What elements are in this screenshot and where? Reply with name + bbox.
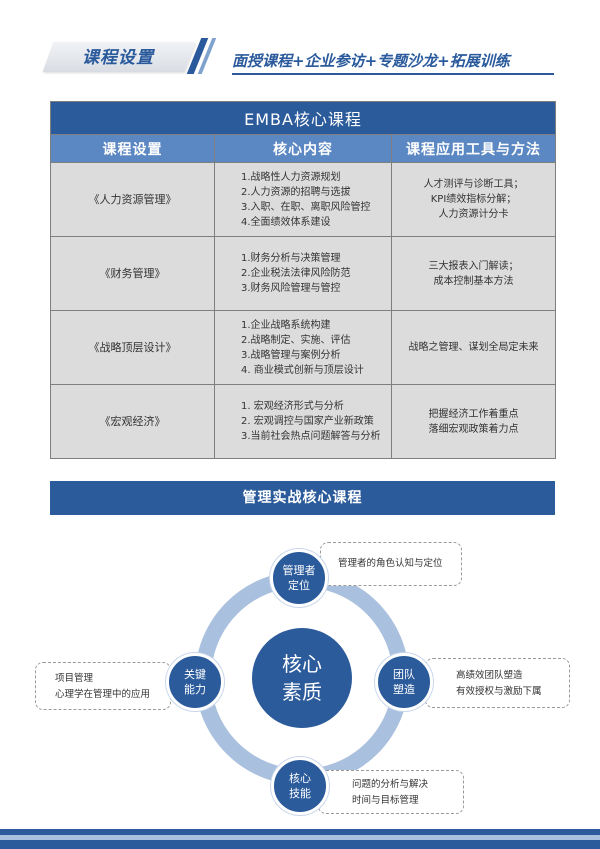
callout-box-bottom: [318, 770, 464, 814]
callout-text-left-2: 心理学在管理中的应用: [55, 689, 151, 700]
course-name: 《宏观经济》: [50, 384, 215, 459]
course-tools: 把握经济工作着重点 落细宏观政策着力点: [390, 384, 557, 459]
node-core-skills: 核心 技能: [271, 757, 329, 815]
node-label: 能力: [184, 683, 206, 696]
callout-text-right-2: 有效授权与激励下属: [456, 686, 542, 697]
callout-box-right: [425, 658, 570, 708]
node-label: 关键: [184, 668, 206, 681]
callout-text-right-1: 高绩效团队塑造: [456, 670, 523, 681]
column-header-content: 核心内容: [214, 134, 392, 163]
callout-text-bottom-1: 问题的分析与解决: [352, 779, 429, 790]
tools-line: 把握经济工作着重点: [428, 408, 519, 420]
node-label: 定位: [288, 579, 310, 592]
node-label: 塑造: [393, 683, 415, 696]
node-manager-positioning: 管理者 定位: [270, 549, 328, 607]
content-line: 1. 宏观经济形式与分析: [241, 401, 344, 412]
content-line: 4.全面绩效体系建设: [241, 216, 331, 228]
table-title: EMBA核心课程: [49, 101, 557, 135]
node-team-building: 团队 塑造: [375, 653, 433, 711]
node-label: 管理者: [282, 564, 316, 577]
section-title-bar: 管理实战核心课程: [50, 481, 555, 515]
node-label: 技能: [289, 787, 311, 800]
content-line: 2.战略制定、实施、评估: [241, 334, 351, 346]
content-line: 2.人力资源的招聘与选拔: [241, 186, 351, 198]
footer-stripe-dark: [0, 829, 600, 835]
subtitle-underline: [232, 73, 554, 75]
callout-box-top: [320, 542, 462, 586]
column-header-tools: 课程应用工具与方法: [390, 134, 557, 163]
content-line: 3.战略管理与案例分析: [241, 349, 341, 361]
course-content: 1. 宏观经济形式与分析 2. 宏观调控与国家产业新政策 3.当前社会热点问题解…: [214, 384, 392, 459]
table-row: 《财务管理》 1.财务分析与决策管理 2.企业税法法律风险防范 3.财务风险管理…: [50, 236, 557, 311]
center-label-2: 素质: [282, 680, 322, 704]
content-line: 2.企业税法法律风险防范: [241, 268, 351, 279]
course-name: 《战略顶层设计》: [50, 310, 215, 385]
content-line: 1.财务分析与决策管理: [241, 253, 341, 264]
node-label: 核心: [289, 772, 311, 785]
content-line: 1.战略性人力资源规划: [241, 171, 341, 183]
content-line: 4. 商业模式创新与顶层设计: [241, 364, 364, 376]
tools-line: 人才测评与诊断工具；: [423, 179, 524, 190]
content-line: 2. 宏观调控与国家产业新政策: [241, 416, 374, 427]
page-subtitle: 面授课程+企业参访+专题沙龙+拓展训练: [232, 52, 510, 70]
node-key-abilities: 关键 能力: [166, 653, 224, 711]
table-row: 《战略顶层设计》 1.企业战略系统构建 2.战略制定、实施、评估 3.战略管理与…: [50, 310, 557, 385]
tools-line: KPI绩效指标分解；: [430, 194, 517, 205]
table-row: 《宏观经济》 1. 宏观经济形式与分析 2. 宏观调控与国家产业新政策 3.当前…: [50, 384, 557, 459]
course-name: 《财务管理》: [50, 236, 215, 311]
center-label-1: 核心: [282, 652, 322, 676]
course-content: 1.财务分析与决策管理 2.企业税法法律风险防范 3.财务风险管理与管控: [214, 236, 392, 311]
node-label: 团队: [393, 668, 415, 681]
column-header-course: 课程设置: [50, 134, 215, 163]
core-quality-circle: 核心 素质: [252, 628, 352, 728]
callout-text-top: 管理者的角色认知与定位: [338, 558, 443, 569]
callout-box-left: [35, 662, 171, 710]
content-line: 3.当前社会热点问题解答与分析: [241, 431, 381, 442]
course-tools: 三大报表入门解读； 成本控制基本方法: [390, 236, 557, 311]
content-line: 1.企业战略系统构建: [241, 319, 331, 331]
course-tools: 战略之管理、谋划全局定未来: [390, 310, 557, 385]
footer-stripe-light: [0, 835, 600, 840]
tools-line: 战略之管理、谋划全局定未来: [408, 342, 539, 353]
callout-text-bottom-2: 时间与目标管理: [352, 795, 419, 806]
page-title: 课程设置: [82, 48, 154, 68]
tools-line: 落细宏观政策着力点: [428, 423, 519, 435]
course-content: 1.企业战略系统构建 2.战略制定、实施、评估 3.战略管理与案例分析 4. 商…: [214, 310, 392, 385]
course-content: 1.战略性人力资源规划 2.人力资源的招聘与选拔 3.入职、在职、离职风险管控 …: [214, 162, 392, 237]
tools-line: 人力资源计分卡: [438, 209, 509, 220]
content-line: 3.入职、在职、离职风险管控: [241, 201, 371, 213]
callout-text-left-1: 项目管理: [55, 673, 94, 684]
emba-course-table: EMBA核心课程 课程设置 核心内容 课程应用工具与方法 《人力资源管理》 1.…: [49, 101, 557, 459]
course-name: 《人力资源管理》: [50, 162, 215, 237]
footer-stripe-bottom: [0, 840, 600, 849]
content-line: 3.财务风险管理与管控: [241, 283, 341, 294]
tools-line: 三大报表入门解读；: [428, 260, 519, 272]
table-row: 《人力资源管理》 1.战略性人力资源规划 2.人力资源的招聘与选拔 3.入职、在…: [50, 162, 557, 237]
course-tools: 人才测评与诊断工具； KPI绩效指标分解； 人力资源计分卡: [390, 162, 557, 237]
core-competency-diagram: 管理者的角色认知与定位 高绩效团队塑造 有效授权与激励下属 问题的分析与解决 时…: [0, 520, 600, 820]
tools-line: 成本控制基本方法: [433, 275, 514, 287]
